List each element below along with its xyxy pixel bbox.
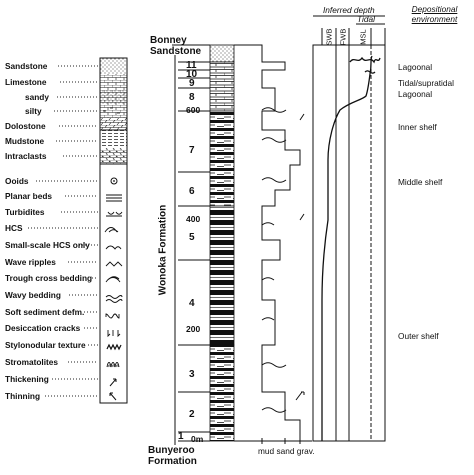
legend-label-trough-cross: Trough cross bedding [5, 273, 93, 283]
legend-label-wave-ripples: Wave ripples [5, 257, 56, 267]
intraclasts-pattern [100, 148, 127, 164]
depth-600-label: 600 [186, 105, 201, 115]
unit-3-label: 3 [189, 369, 195, 380]
dolostone-pattern [100, 118, 127, 130]
grain-size-profile [234, 44, 305, 442]
small-hcs-symbol [105, 245, 122, 250]
legend-label-wavy-bedding: Wavy bedding [5, 290, 61, 300]
formation-name-label: Wonoka Formation [157, 204, 169, 296]
legend-leaders [28, 65, 98, 397]
limestone-pattern [100, 74, 127, 90]
depth-200-label: 200 [186, 324, 201, 334]
env-lagoonal-lower: Lagoonal [398, 89, 433, 99]
thinning-arrow-symbol [109, 392, 117, 401]
legend-label-stylonodular: Stylonodular texture [5, 340, 86, 350]
depositional-environment-title: Depositional environment [411, 4, 458, 24]
stylonodular-symbol [106, 343, 122, 351]
unit-boundaries [178, 61, 210, 442]
lithology-column [209, 44, 235, 442]
depth-400-label: 400 [186, 214, 201, 224]
swb-label: SWB [324, 28, 334, 46]
depth-panel-frame [312, 15, 386, 442]
tidal-label: Tidal [357, 14, 375, 24]
sandstone-pattern [100, 58, 127, 74]
depth-curve [321, 55, 381, 441]
fwb-label: FWB [338, 28, 348, 46]
formation-bracket [172, 44, 210, 445]
sandy-limestone-pattern [100, 90, 127, 104]
bottom-formation-label: Bunyeroo Formation [148, 445, 197, 467]
msl-label: MSL [358, 29, 368, 45]
wavy-bedding-symbol [105, 295, 123, 303]
legend-label-small-hcs: Small-scale HCS only [5, 240, 90, 250]
unit-2-label: 2 [189, 409, 195, 420]
env-lagoonal-upper: Lagoonal [398, 62, 433, 72]
env-tidal-supratidal: Tidal/supratidal [398, 78, 454, 88]
legend-label-sandstone: Sandstone [5, 61, 48, 71]
top-formation-label: Bonney Sandstone [150, 35, 202, 57]
legend-label-hcs: HCS [5, 223, 23, 233]
desiccation-symbol [107, 330, 121, 338]
planar-beds-symbol [106, 194, 122, 202]
legend-label-thickening: Thickening [5, 374, 49, 384]
unit-6-label: 6 [189, 186, 195, 197]
env-outer-shelf: Outer shelf [398, 331, 439, 341]
grain-size-axis-label: mud sand grav. [258, 446, 315, 456]
env-middle-shelf: Middle shelf [398, 177, 443, 187]
legend-label-stromatolites: Stromatolites [5, 357, 59, 367]
legend-label-limestone: Limestone [5, 77, 47, 87]
unit-7-label: 7 [189, 145, 195, 156]
ooid-symbol [110, 177, 118, 185]
legend-label-mudstone: Mudstone [5, 136, 45, 146]
unit-11-label: 11 [186, 60, 197, 71]
unit-8-label: 8 [189, 92, 195, 103]
legend-label-intraclasts: Intraclasts [5, 151, 47, 161]
soft-sediment-symbol [105, 313, 120, 319]
hcs-symbol [104, 227, 119, 233]
legend-label-desiccation: Desiccation cracks [5, 323, 81, 333]
legend-label-ooids: Ooids [5, 176, 29, 186]
thickening-arrow-symbol [109, 378, 117, 387]
unit-9-label: 9 [189, 78, 195, 89]
env-inner-shelf: Inner shelf [398, 122, 437, 132]
unit-1-label: 1 [178, 431, 184, 442]
grain-size-axis [234, 438, 312, 444]
legend-label-soft-sediment: Soft sediment defm. [5, 307, 85, 317]
turbidite-symbol [106, 211, 123, 217]
depth-0m-label: 0m [191, 434, 204, 444]
legend-label-turbidites: Turbidites [5, 207, 45, 217]
legend-label-thinning: Thinning [5, 391, 41, 401]
unit-4-label: 4 [189, 298, 195, 309]
wave-ripple-symbol [105, 261, 123, 267]
legend-label-sandy: sandy [25, 92, 49, 102]
legend-label-dolostone: Dolostone [5, 121, 46, 131]
trough-cross-symbol [105, 276, 121, 283]
inferred-depth-title: Inferred depth [323, 5, 375, 15]
mudstone-pattern [100, 130, 127, 148]
stromatolite-symbol [106, 362, 120, 368]
silty-limestone-pattern [100, 104, 127, 118]
legend-label-planar-beds: Planar beds [5, 191, 53, 201]
unit-5-label: 5 [189, 232, 195, 243]
unit-10-label: 10 [186, 69, 198, 80]
legend-label-silty: silty [25, 106, 42, 116]
